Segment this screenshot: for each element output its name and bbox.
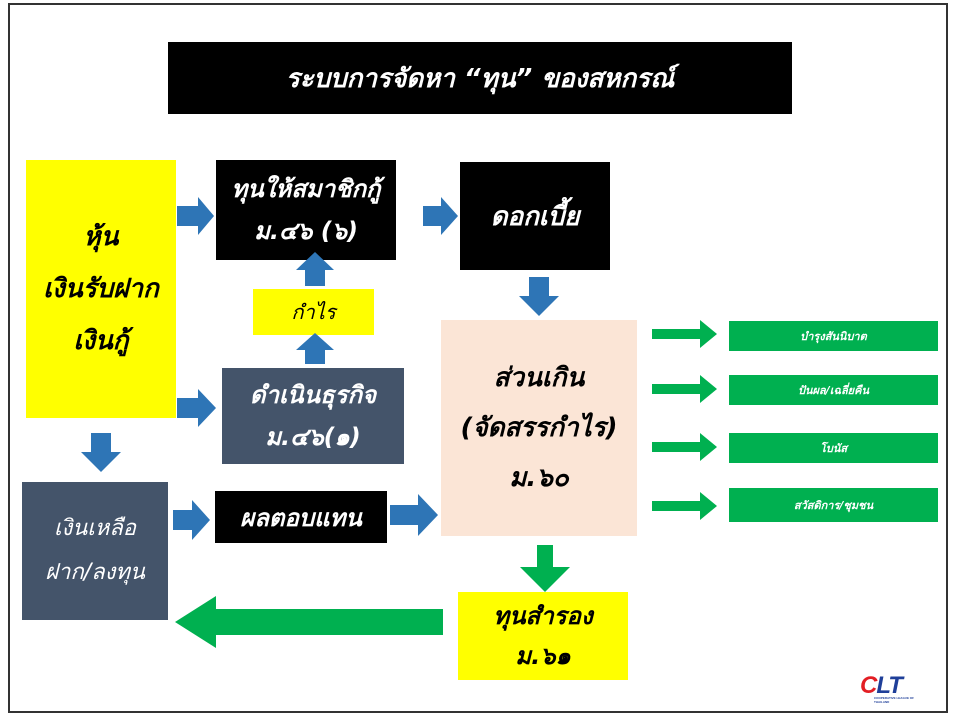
arrow-leftover-to-return (173, 500, 210, 540)
interest-box: ดอกเบี้ย (460, 162, 610, 270)
allocation-league: บำรุงสันนิบาต (729, 321, 938, 351)
arrow-loan-to-interest (423, 197, 458, 235)
diagram-title: ระบบการจัดหา “ทุน” ของสหกรณ์ (168, 42, 792, 114)
return-box: ผลตอบแทน (215, 491, 387, 543)
arrow-sources-to-leftover (81, 433, 121, 472)
source-loans: เงินกู้ (73, 326, 129, 356)
reserve-label: ทุนสำรอง (493, 602, 593, 630)
profit-label: กำไร (291, 300, 336, 324)
arrow-sources-to-business (177, 389, 216, 427)
business-section: ม.๔๖(๑) (265, 423, 361, 451)
arrow-return-to-surplus (390, 494, 438, 536)
arrow-to-dividend (652, 375, 717, 403)
interest-label: ดอกเบี้ย (490, 201, 580, 232)
arrow-to-bonus (652, 433, 717, 461)
allocation-bonus: โบนัส (729, 433, 938, 463)
return-label: ผลตอบแทน (240, 503, 362, 532)
logo-lt: LT (876, 672, 903, 699)
leftover-label: เงินเหลือ (53, 516, 137, 541)
business-label: ดำเนินธุรกิจ (249, 381, 377, 409)
diagram-title-text: ระบบการจัดหา “ทุน” ของสหกรณ์ (285, 63, 675, 94)
arrow-profit-to-loan (296, 252, 334, 286)
allocation-dividend: ปันผล/เฉลี่ยคืน (729, 375, 938, 405)
member-loan-label: ทุนให้สมาชิกกู้ (231, 175, 381, 203)
allocation-dividend-label: ปันผล/เฉลี่ยคืน (797, 384, 870, 397)
sources-box: หุ้น เงินรับฝาก เงินกู้ (26, 160, 176, 418)
allocation-league-label: บำรุงสันนิบาต (800, 330, 867, 343)
member-loan-section: ม.๔๖ (๖) (254, 217, 358, 245)
clt-logo: CLT COOPERATIVE LEAGUE OF THAILAND (860, 672, 916, 704)
surplus-section: ม.๖๐ (509, 463, 569, 493)
source-shares: หุ้น (83, 222, 119, 252)
profit-box: กำไร (253, 289, 374, 335)
arrow-sources-to-loan (177, 197, 214, 235)
business-box: ดำเนินธุรกิจ ม.๔๖(๑) (222, 368, 404, 464)
reserve-box: ทุนสำรอง ม.๖๑ (458, 592, 628, 680)
leftover-box: เงินเหลือ ฝาก/ลงทุน (22, 482, 168, 620)
surplus-box: ส่วนเกิน (จัดสรรกำไร) ม.๖๐ (441, 320, 637, 536)
surplus-label: ส่วนเกิน (493, 363, 585, 393)
member-loan-box: ทุนให้สมาชิกกู้ ม.๔๖ (๖) (216, 160, 396, 260)
allocation-bonus-label: โบนัส (819, 442, 848, 455)
allocation-welfare: สวัสดิการ/ชุมชน (729, 488, 938, 522)
arrow-reserve-to-leftover (175, 596, 443, 648)
arrow-to-welfare (652, 492, 717, 520)
reserve-section: ม.๖๑ (515, 642, 571, 670)
arrow-business-to-profit (296, 333, 334, 364)
slide-frame (8, 3, 948, 713)
allocation-welfare-label: สวัสดิการ/ชุมชน (793, 499, 874, 512)
logo-c: C (860, 672, 877, 699)
arrow-surplus-to-reserve (520, 545, 570, 592)
source-deposits: เงินรับฝาก (43, 274, 159, 304)
arrow-interest-to-surplus (519, 277, 559, 316)
arrow-to-league (652, 320, 717, 348)
logo-tagline: COOPERATIVE LEAGUE OF THAILAND (874, 696, 914, 704)
leftover-invest: ฝาก/ลงทุน (45, 560, 145, 585)
surplus-subtitle: (จัดสรรกำไร) (460, 413, 618, 443)
